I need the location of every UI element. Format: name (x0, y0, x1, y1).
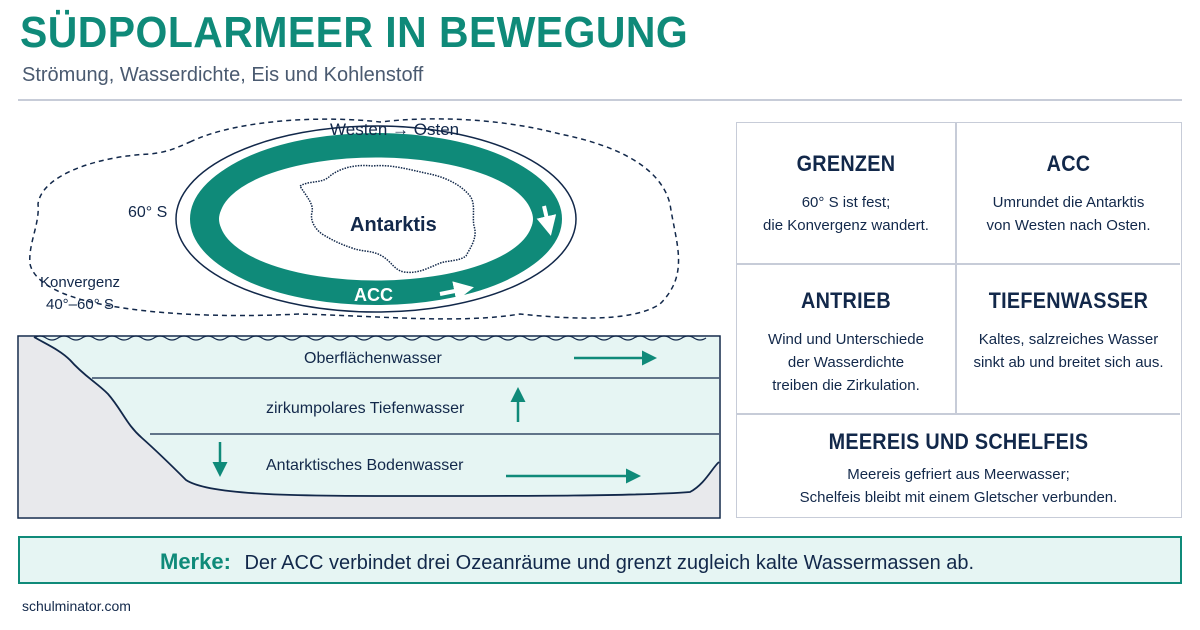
grid-divider-h1 (737, 263, 1180, 265)
card-acc-title: ACC (1046, 151, 1091, 176)
continental-slope (19, 337, 719, 517)
card-antrieb-line1: Wind und Unterschiede (768, 331, 924, 348)
card-tiefenwasser-line1: Kaltes, salzreiches Wasser (978, 331, 1159, 348)
page-title: SÜDPOLARMEER IN BEWEGUNG (20, 8, 689, 57)
card-acc-line1: Umrundet die Antarktis (992, 194, 1145, 211)
acc-arrow-left (224, 212, 244, 241)
card-antrieb: ANTRIEB Wind und Unterschiede der Wasser… (737, 288, 955, 397)
latitude-label: 60° S (128, 204, 168, 221)
card-meereis: MEEREIS UND SCHELFEIS Meereis gefriert a… (737, 429, 1180, 509)
antarctica-outline (298, 164, 476, 274)
card-meereis-line1: Meereis gefriert aus Meerwasser; (847, 466, 1070, 483)
page-subtitle: Strömung, Wasserdichte, Eis und Kohlenst… (22, 64, 424, 86)
info-grid: GRENZEN 60° S ist fest; die Konvergenz w… (736, 122, 1182, 518)
sea-surface (33, 335, 707, 341)
card-grenzen-line1: 60° S ist fest; (801, 194, 891, 211)
ocean-diagram: Westen → Osten 60° S Konvergenz 40°–60° … (0, 104, 730, 522)
merke-label: Merke: (160, 549, 231, 574)
card-grenzen-title: GRENZEN (796, 151, 896, 176)
surface-water-label: Oberflächenwasser (304, 350, 442, 367)
card-meereis-title: MEEREIS UND SCHELFEIS (828, 429, 1089, 454)
convergence-zone-line (29, 118, 680, 320)
latitude-60s-ring (175, 125, 577, 313)
direction-label: Westen → Osten (330, 120, 460, 139)
card-tiefenwasser-line2: sinkt ab und breitet sich aus. (973, 354, 1164, 371)
card-meereis-line2: Schelfeis bleibt mit einem Gletscher ver… (799, 489, 1118, 506)
card-grenzen: GRENZEN 60° S ist fest; die Konvergenz w… (737, 151, 955, 237)
merke-box: Merke: Der ACC verbindet drei Ozeanräume… (18, 536, 1182, 584)
footer-site: schulminator.com (22, 598, 131, 614)
bottom-water-label: Antarktisches Bodenwasser (266, 457, 464, 474)
card-acc-line2: von Westen nach Osten. (986, 217, 1151, 234)
convergence-label-1: Konvergenz (40, 274, 121, 291)
acc-arrow-right (536, 205, 557, 236)
grid-divider-vertical (955, 123, 957, 413)
card-antrieb-line2: der Wasserdichte (787, 354, 905, 371)
acc-arrow-bottom (439, 281, 474, 301)
card-antrieb-title: ANTRIEB (801, 288, 891, 313)
convergence-label-2: 40°–60° S (46, 296, 114, 313)
card-acc: ACC Umrundet die Antarktis von Westen na… (956, 151, 1181, 237)
card-antrieb-line3: treiben die Zirkulation. (772, 377, 920, 394)
card-grenzen-line2: die Konvergenz wandert. (763, 217, 929, 234)
deep-water-label: zirkumpolares Tiefenwasser (266, 400, 465, 417)
diagram-graphic (17, 118, 721, 519)
card-tiefenwasser: TIEFENWASSER Kaltes, salzreiches Wasser … (956, 288, 1181, 374)
merke-text: Der ACC verbindet drei Ozeanräume und gr… (244, 552, 975, 574)
grid-divider-h2 (737, 413, 1180, 415)
acc-ring-label: ACC (354, 285, 393, 305)
card-tiefenwasser-title: TIEFENWASSER (988, 288, 1149, 313)
continent-label: Antarktis (350, 214, 437, 236)
header-divider (18, 99, 1182, 101)
